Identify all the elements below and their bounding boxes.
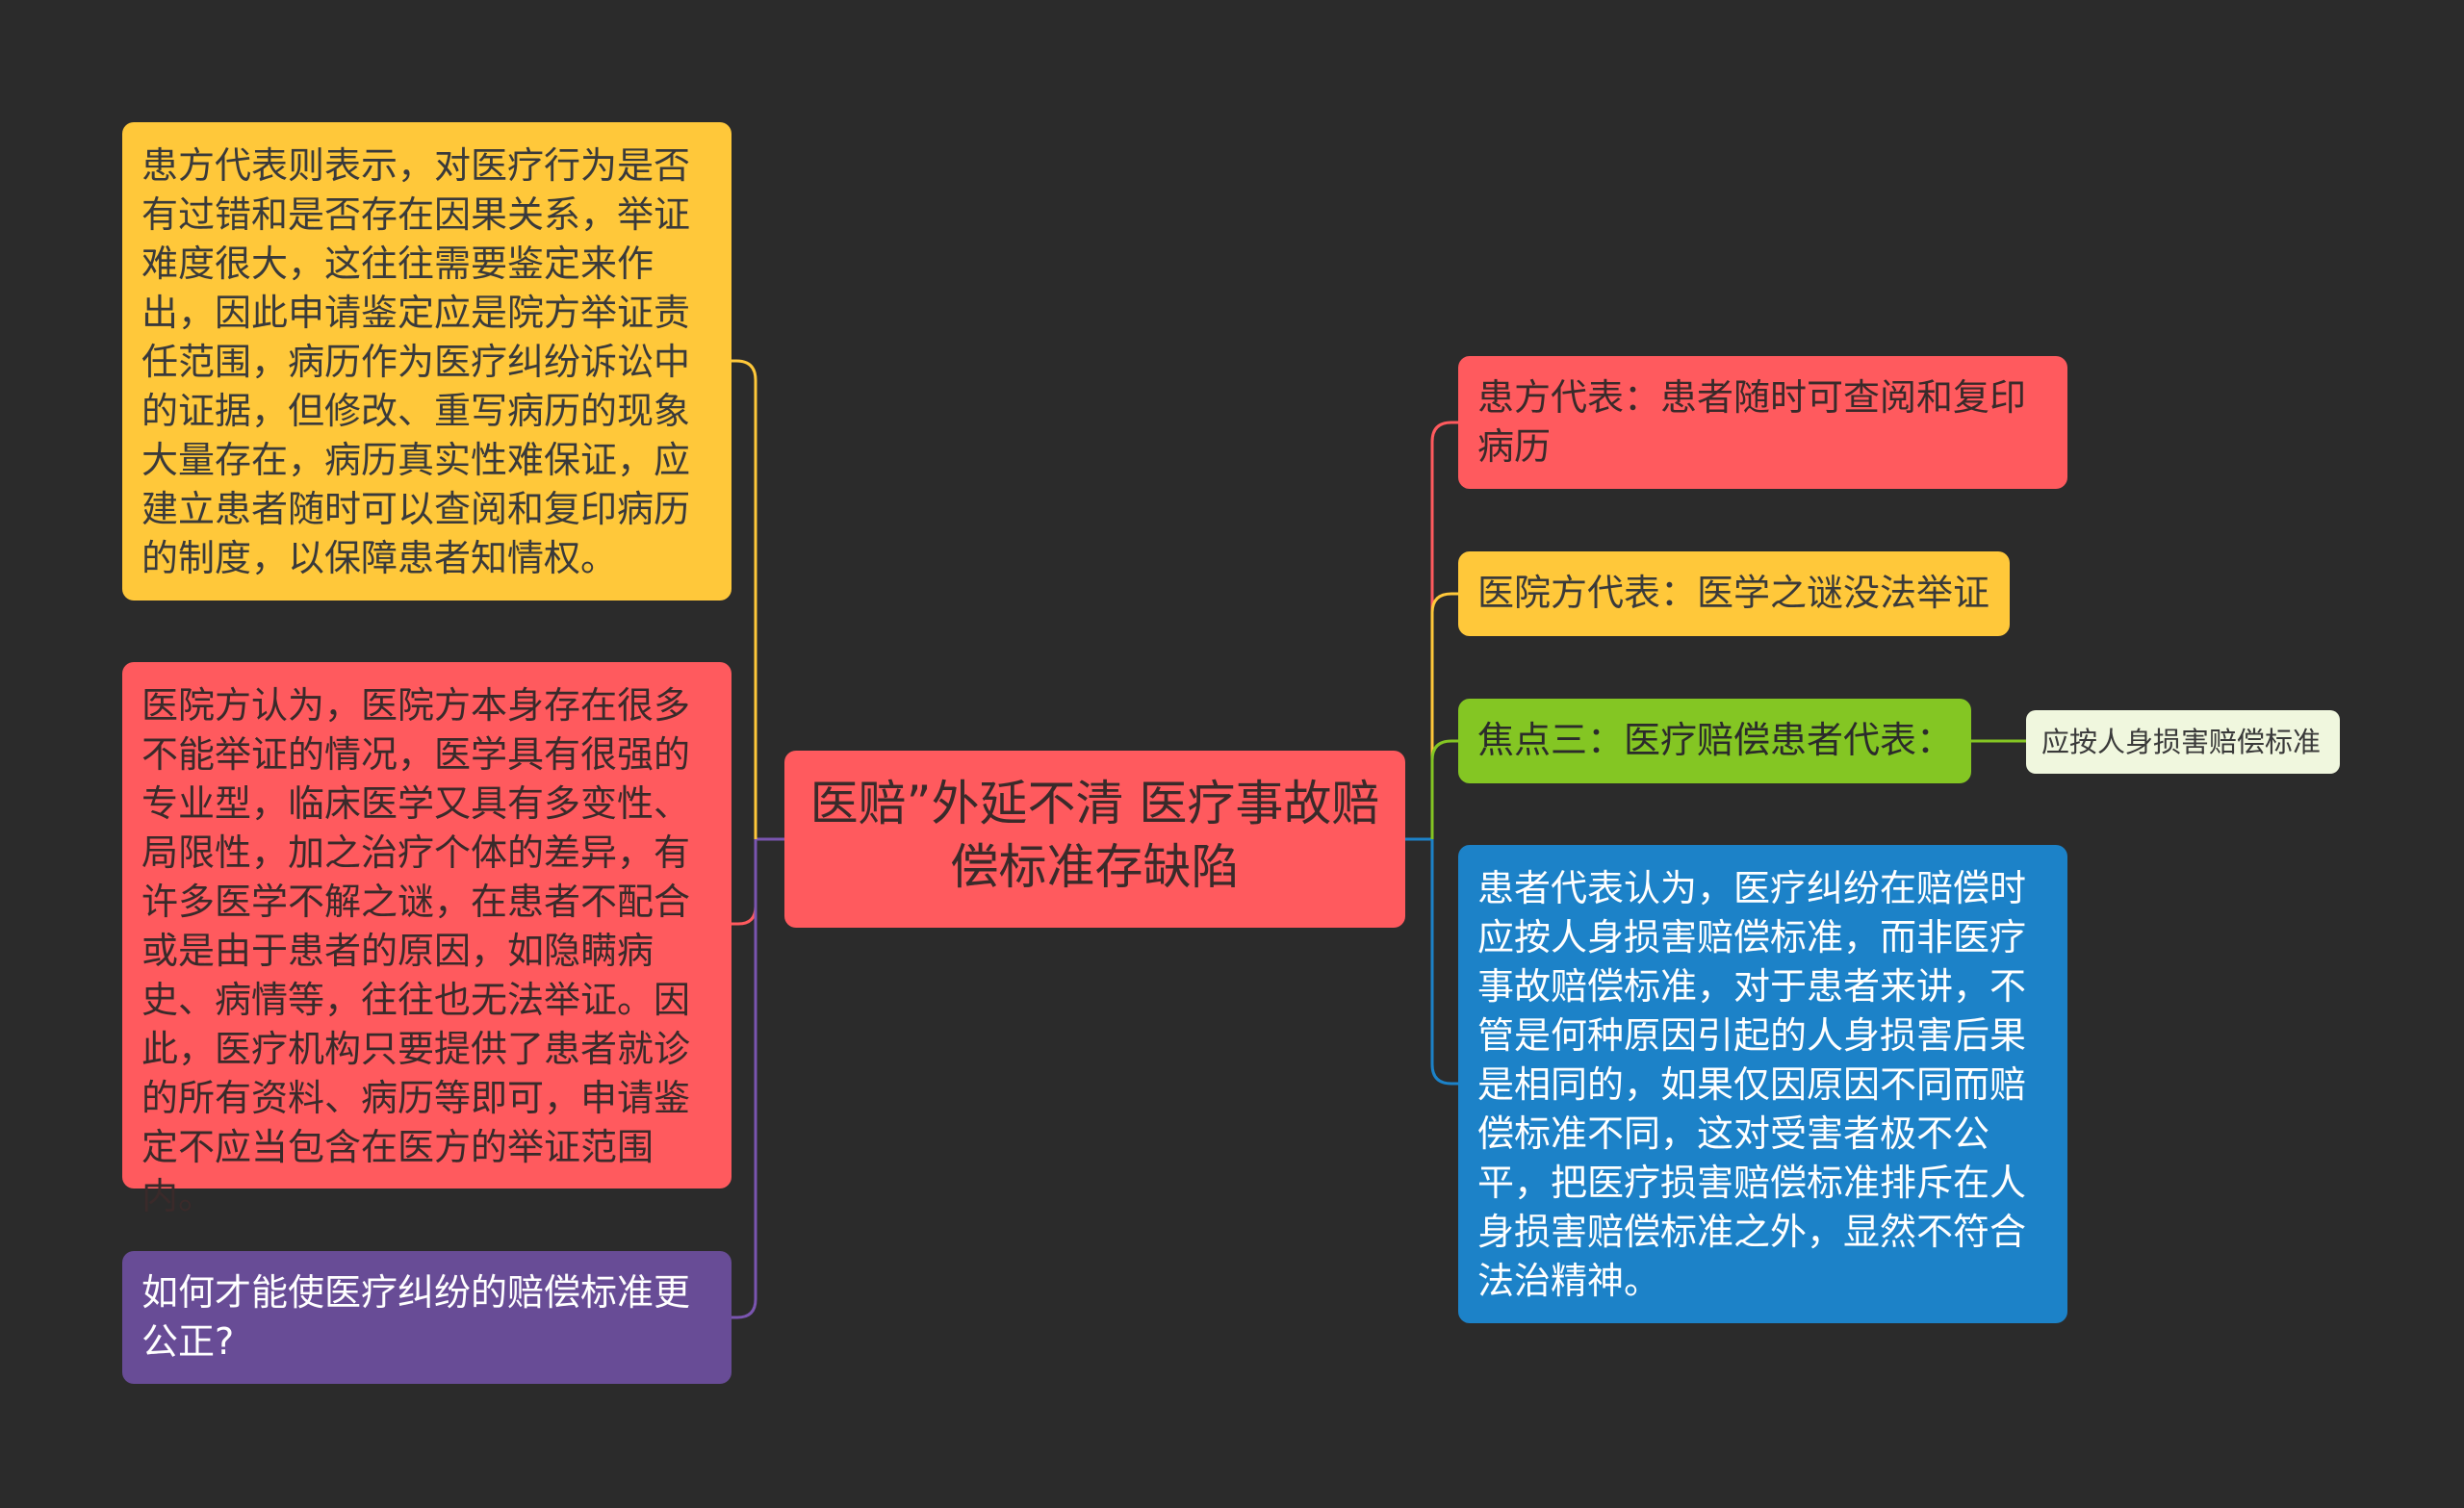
node-left-question[interactable]: 如何才能使医疗纠纷的赔偿标准更公正? (122, 1251, 732, 1384)
node-text: 焦点三：医疗赔偿患者代表： (1477, 719, 1954, 761)
node-right-hospital-rep[interactable]: 医院方代表：医学之谜没法举证 (1458, 551, 2010, 636)
connector-left-1 (732, 359, 757, 839)
root-topic-text: 医赔”外延不清 医疗事故赔偿标准存缺陷 (809, 776, 1380, 895)
connector-right-3 (1430, 739, 1458, 839)
connector-left-3 (732, 839, 757, 1319)
node-text: 应按人身损害赔偿标准 (2041, 726, 2322, 758)
node-text: 患方代表：患者随时可查阅和复印病历 (1477, 376, 2027, 468)
connector-left-2 (732, 839, 757, 926)
node-right-focus-three-child[interactable]: 应按人身损害赔偿标准 (2026, 710, 2340, 774)
connector-right-2 (1430, 592, 1458, 839)
node-text: 患者代表认为，医疗纠纷在赔偿时应按人身损害赔偿标准，而非医疗事故赔偿标准，对于患… (1477, 867, 2027, 1302)
node-right-focus-three[interactable]: 焦点三：医疗赔偿患者代表： (1458, 699, 1971, 783)
node-text: 医院方代表：医学之谜没法举证 (1477, 572, 1990, 614)
connector-right-1 (1430, 421, 1458, 839)
node-text: 患方代表则表示，对医疗行为是否有过错和是否存在因果关系，举证难度很大，这往往需要… (141, 144, 691, 579)
connector-right-4 (1430, 839, 1458, 1086)
node-text: 医院方认为，医院方本身存在很多不能举证的情况，医学具有很强的专业型，临床医学又具… (141, 684, 691, 1217)
node-left-patient-view[interactable]: 患方代表则表示，对医疗行为是否有过错和是否存在因果关系，举证难度很大，这往往需要… (122, 122, 732, 601)
root-topic[interactable]: 医赔”外延不清 医疗事故赔偿标准存缺陷 (784, 751, 1405, 928)
node-right-patient-rep[interactable]: 患方代表：患者随时可查阅和复印病历 (1458, 356, 2067, 489)
node-left-hospital-view[interactable]: 医院方认为，医院方本身存在很多不能举证的情况，医学具有很强的专业型，临床医学又具… (122, 662, 732, 1217)
node-text: 如何才能使医疗纠纷的赔偿标准更公正? (141, 1271, 691, 1363)
node-right-patient-rep-opinion[interactable]: 患者代表认为，医疗纠纷在赔偿时应按人身损害赔偿标准，而非医疗事故赔偿标准，对于患… (1458, 845, 2067, 1323)
